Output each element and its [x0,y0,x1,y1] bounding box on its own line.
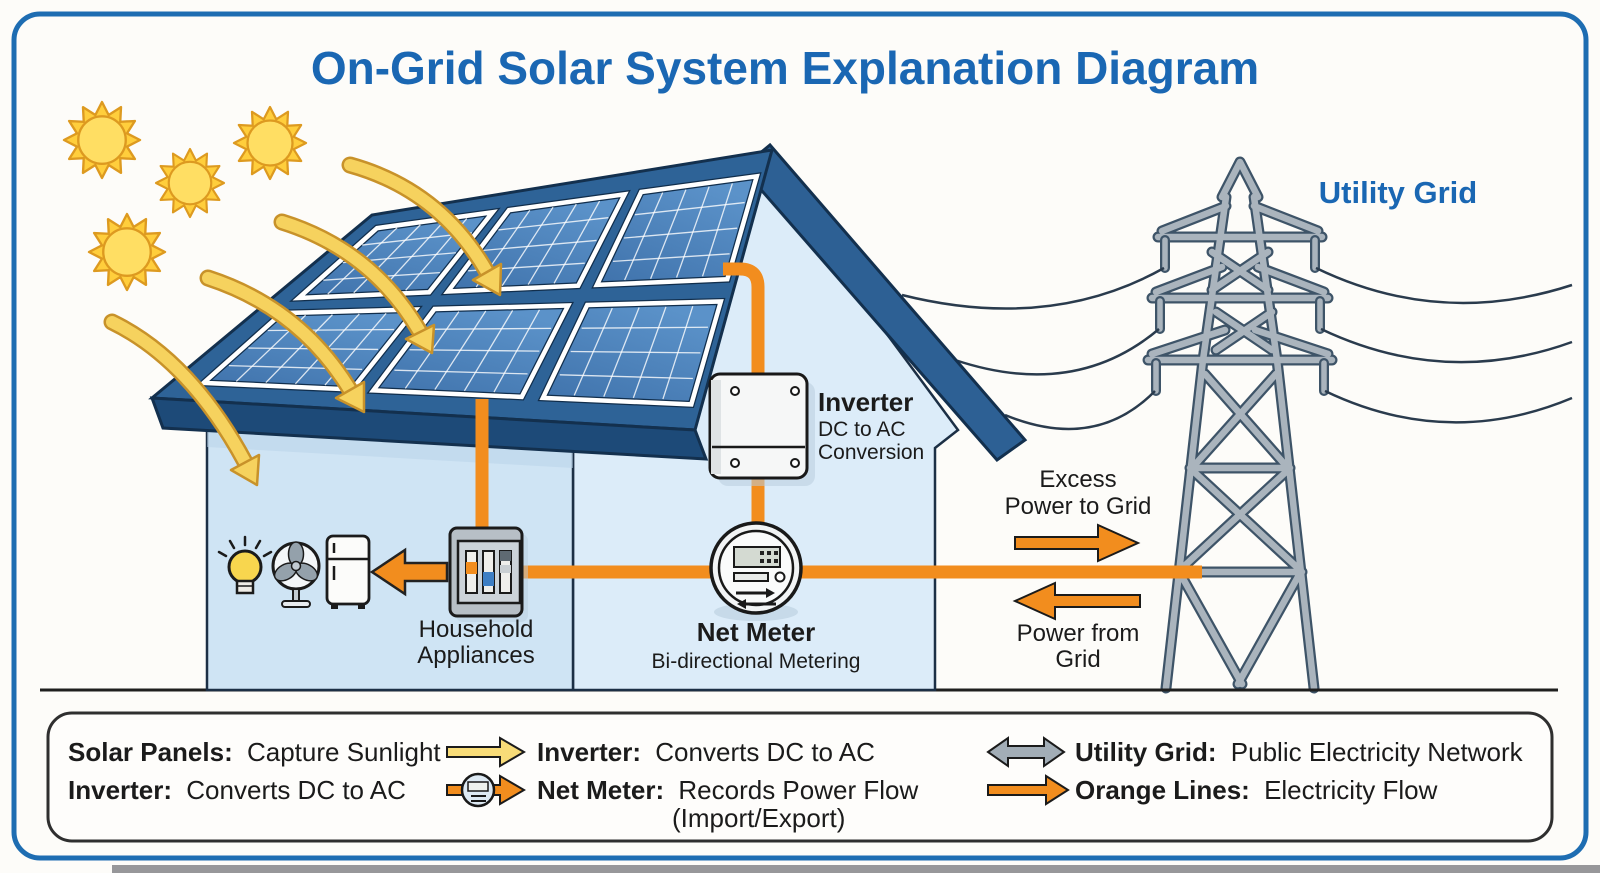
sunlight-arrows [103,156,503,487]
outer-border [11,11,1589,861]
electricity-lines [455,262,1202,579]
power-lines [901,266,1573,431]
fan-icon [271,541,321,608]
sunlight-arrow-icon [103,313,261,487]
screw-icon [790,458,800,468]
power-from-grid-label-line2: Grid [1055,646,1100,673]
legend-term: Inverter: [537,737,641,767]
legend-item: Inverter: Converts DC to AC [537,737,875,767]
household-label-line2: Appliances [417,642,534,669]
screw-icon [790,386,800,396]
legend-term: Solar Panels: [68,737,233,767]
excess-power-label-line1: Excess [1039,466,1116,493]
power-line [1315,266,1573,305]
screw-icon [730,458,740,468]
legend-item: Orange Lines: Electricity Flow [1075,775,1438,805]
legend-item: Utility Grid: Public Electricity Network [1075,737,1524,767]
grid-exchange: Excess Power to Grid Power from Grid [1005,466,1152,673]
inverter-box [708,372,815,486]
legend-item: Inverter: Converts DC to AC [68,775,406,805]
page-title: On-Grid Solar System Explanation Diagram [311,42,1259,94]
legend-term: Inverter: [68,775,172,805]
legend-term: Net Meter: [537,775,664,805]
power-line [1320,327,1573,364]
orange-arrow-icon [987,774,1070,806]
legend-desc: Electricity Flow [1264,775,1438,805]
appliances [217,534,371,609]
roof-fascia [149,396,709,461]
meter-display [733,546,781,568]
inverter-label: Inverter [818,387,913,417]
legend-desc: Public Electricity Network [1231,737,1524,767]
power-from-grid-arrow [1012,581,1141,621]
breaker-panel [448,526,528,622]
inverter-sublabel-line2: Conversion [818,441,924,464]
legend-desc: Converts DC to AC [655,737,875,767]
excess-power-arrow [1014,523,1141,563]
legend-box [46,711,1554,843]
bottom-edge-strip [112,865,1600,873]
legend-desc: Converts DC to AC [186,775,406,805]
net-meter-sublabel: Bi-directional Metering [652,650,861,673]
power-line [901,266,1165,310]
legend: Solar Panels: Capture Sunlight Inverter:… [46,711,1554,843]
sunlight-arrow-icon [199,269,366,414]
legend-term: Utility Grid: [1075,737,1217,767]
net-meter-icon [709,521,803,621]
gray-double-arrow-icon [986,736,1066,768]
legend-desc: Capture Sunlight [247,737,441,767]
power-line [1004,390,1156,431]
lightbulb-icon [217,535,273,595]
legend-term: Orange Lines: [1075,775,1250,805]
sunlight-arrow-icon [273,213,436,355]
yellow-arrow-icon [446,736,526,768]
power-to-appliances-arrow [369,547,449,597]
sunlight-arrow-icon [341,156,503,297]
excess-power-label-line2: Power to Grid [1005,493,1152,520]
net-meter-mini-icon [460,772,496,808]
legend-item: Net Meter: Records Power Flow [537,775,918,805]
legend-desc: Records Power Flow [678,775,918,805]
net-meter-label: Net Meter [697,617,815,647]
legend-item: Solar Panels: Capture Sunlight [68,737,441,767]
power-line [1324,389,1573,424]
power-from-grid-label-line1: Power from [1017,620,1140,647]
bidirectional-arrows-icon [736,591,776,606]
refrigerator-icon [325,534,371,609]
inverter-sublabel-line1: DC to AC [818,418,906,441]
legend-desc2: (Import/Export) [672,803,845,833]
utility-grid-label: Utility Grid [1319,175,1477,210]
household-label-line1: Household [419,616,534,643]
power-line [954,328,1160,376]
screw-icon [730,386,740,396]
orange-line-panel-to-inverter [723,262,765,377]
